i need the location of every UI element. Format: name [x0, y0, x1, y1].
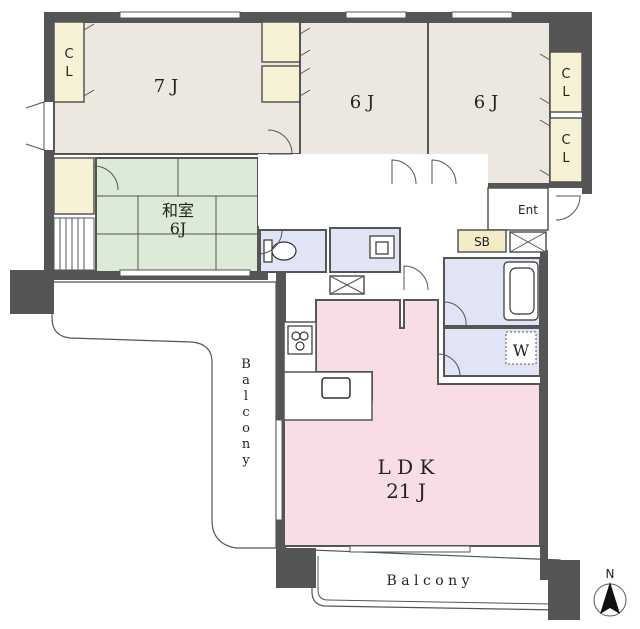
- svg-text:o: o: [242, 421, 250, 436]
- svg-text:y: y: [241, 453, 250, 468]
- tatami-lines: [96, 158, 258, 272]
- label-balcony-bottom: B a l c o n y: [386, 573, 469, 589]
- svg-text:N: N: [606, 567, 615, 581]
- label-balcony-side: B a l c o n y: [241, 357, 251, 468]
- label-washitsu-size: 6J: [170, 219, 187, 238]
- label-cl-right-top: C L: [561, 67, 570, 100]
- shoe-box: [457, 229, 507, 253]
- closet-left: [53, 21, 85, 103]
- bottom-balcony: [311, 549, 561, 611]
- closet-7j-bottom: [261, 65, 301, 103]
- label-washer: W: [513, 341, 530, 360]
- bedroom-7j: [53, 21, 301, 155]
- closet-washitsu: [53, 157, 95, 215]
- stairs: [53, 217, 95, 271]
- svg-text:C: C: [561, 67, 570, 82]
- washitsu: [95, 157, 259, 273]
- pipe-shaft-right: [509, 231, 547, 253]
- stove-icon: [287, 325, 313, 355]
- svg-text:L: L: [562, 85, 570, 100]
- closet-right-bottom: [549, 117, 583, 183]
- svg-text:B: B: [241, 357, 251, 372]
- entrance: [487, 187, 549, 231]
- label-6j-a: 6 J: [350, 92, 374, 113]
- pipe-shaft-left: [329, 275, 365, 295]
- bathtub-icon: [503, 261, 539, 321]
- svg-text:C: C: [561, 133, 570, 148]
- label-6j-b: 6 J: [474, 92, 498, 113]
- label-7j: 7 J: [154, 76, 178, 97]
- label-washitsu-title: 和室: [162, 201, 194, 220]
- closet-7j-top: [261, 21, 301, 63]
- label-cl-right-bottom: C L: [561, 133, 570, 166]
- svg-text:n: n: [242, 437, 251, 452]
- svg-text:a: a: [242, 373, 250, 388]
- toilet-icon: [263, 239, 297, 263]
- svg-text:L: L: [65, 65, 73, 80]
- washbasin-icon: [369, 235, 395, 259]
- washer-space: [505, 331, 537, 365]
- svg-text:C: C: [64, 47, 73, 62]
- svg-text:l: l: [244, 389, 248, 404]
- label-cl-left: C L: [64, 47, 73, 80]
- svg-text:c: c: [242, 405, 249, 420]
- label-ldk-size: 21 J: [386, 479, 426, 503]
- closet-right-top: [549, 51, 583, 113]
- side-balcony: [51, 281, 277, 549]
- label-shoe-box: SB: [474, 235, 490, 249]
- sink-icon: [321, 377, 351, 399]
- label-entrance: Ent: [518, 203, 538, 217]
- door-swing-icon: [25, 101, 581, 377]
- north-arrow-icon: N: [593, 567, 627, 617]
- svg-text:L: L: [562, 151, 570, 166]
- label-ldk-title: L D K: [378, 455, 436, 479]
